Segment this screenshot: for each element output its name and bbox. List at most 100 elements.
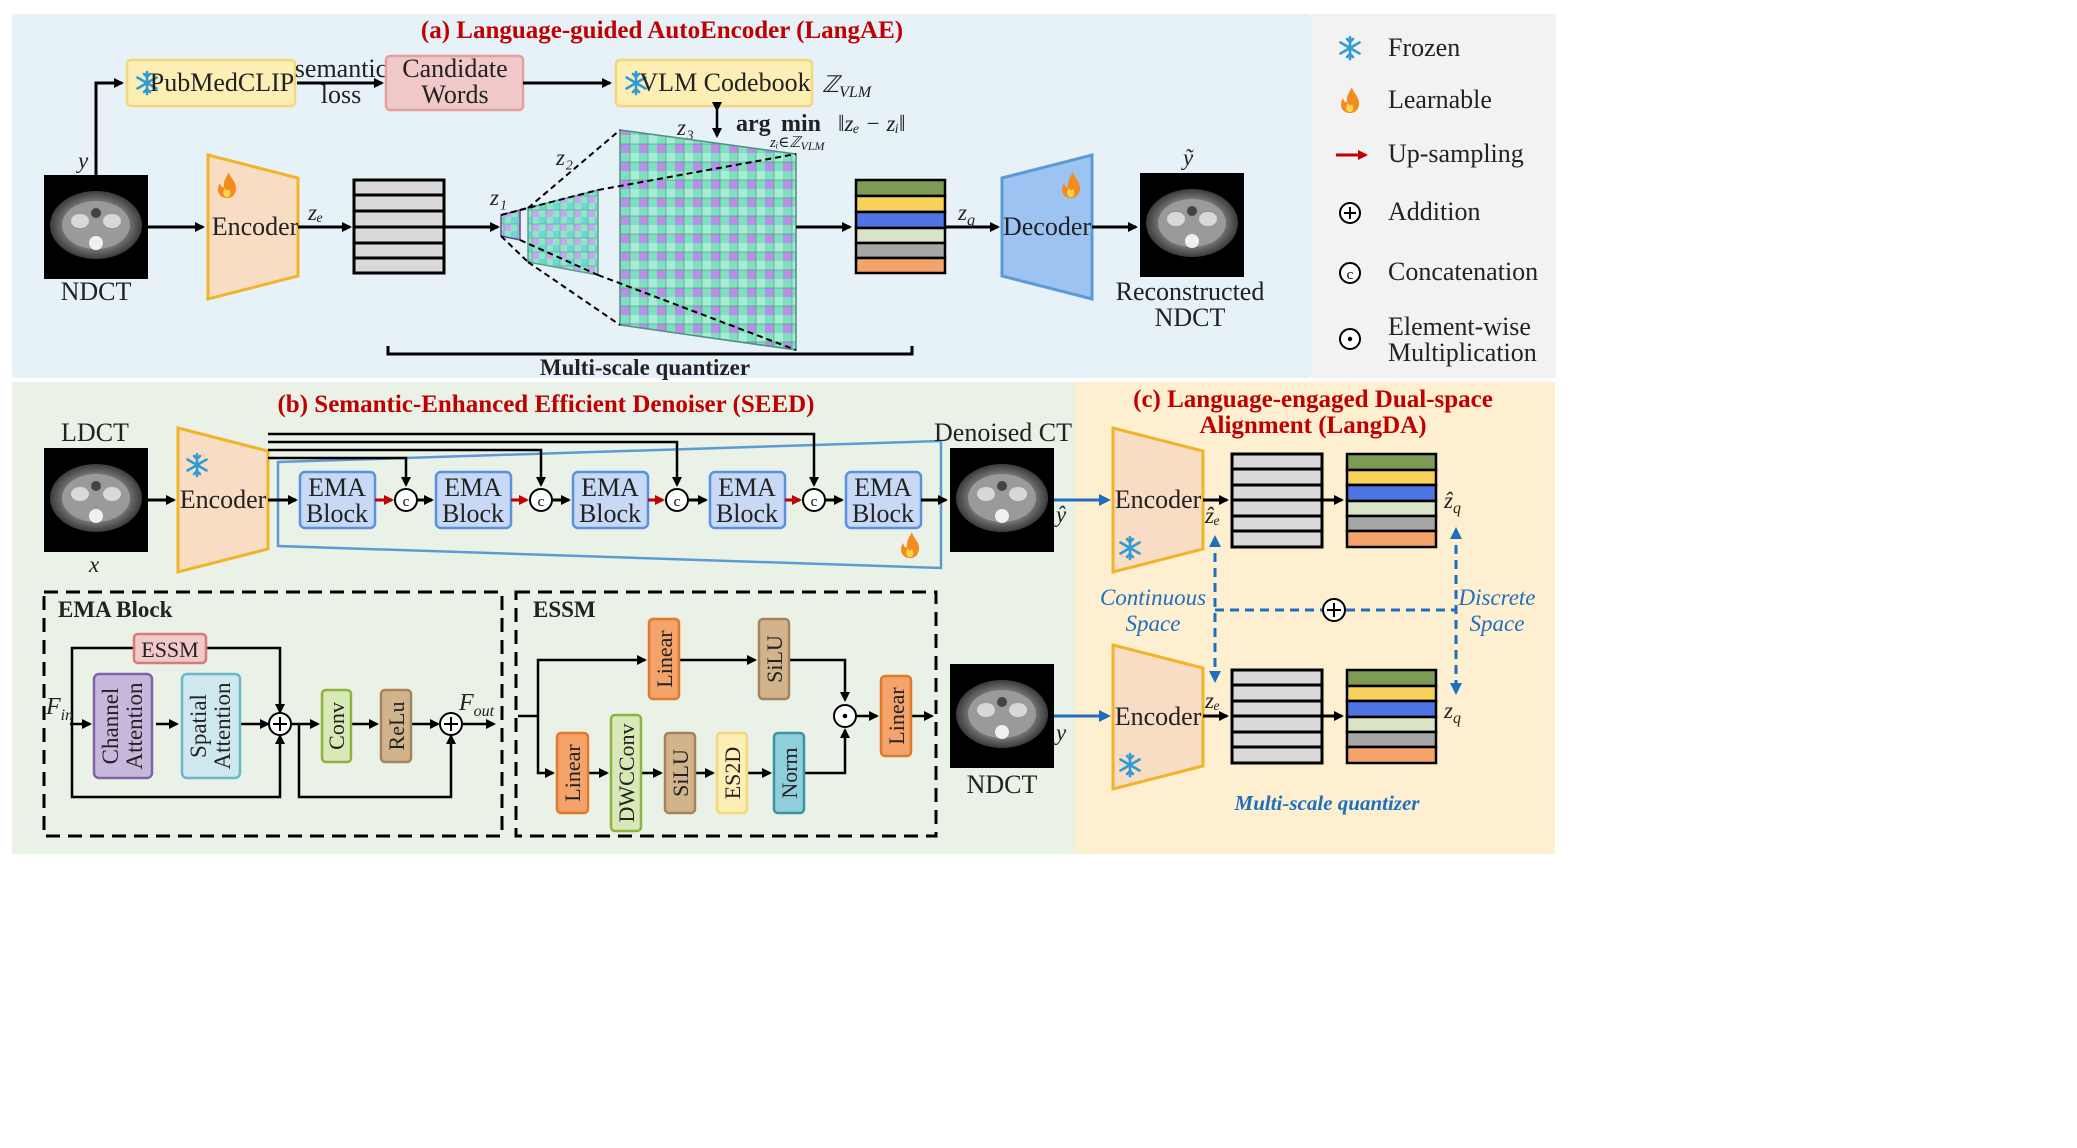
concat-node-2: c	[529, 488, 553, 512]
ema-addition-node-2	[439, 712, 463, 736]
alignment-addition-node	[1322, 598, 1346, 622]
semantic-loss-label-2: loss	[321, 80, 361, 109]
ema-block-4: EMA Block	[708, 470, 787, 530]
y-target-label: y	[1054, 720, 1067, 745]
spatial-attention-box: Spatial Attention	[180, 672, 242, 780]
concat-node-3: c	[665, 488, 689, 512]
ema-block-5: EMA Block	[844, 470, 923, 530]
svg-text:SiLU: SiLU	[762, 635, 787, 683]
discrete-space-label-1: Discrete	[1457, 585, 1535, 610]
latent-feature-stack	[352, 178, 446, 275]
z1-label: z₁	[489, 185, 507, 210]
z-vlm-symbol: ℤVLM	[822, 72, 873, 101]
svg-text:SiLU: SiLU	[668, 749, 693, 797]
reconstructed-ndct-image	[1140, 173, 1244, 277]
ema-block-title: EMA Block	[58, 597, 173, 622]
essm-silu-bottom: SiLU	[663, 731, 697, 815]
svg-text:EMA: EMA	[854, 473, 912, 502]
legend-addition-icon	[1339, 202, 1361, 224]
argmin-min: min	[781, 111, 821, 137]
vlm-codebook-label: VLM Codebook	[639, 68, 810, 97]
legend-background	[1312, 14, 1556, 378]
ndct-input-image	[44, 175, 148, 279]
quantizer-brace	[386, 346, 914, 356]
legend-concatenation: Concatenation	[1388, 257, 1538, 286]
z-e-hat-label: ẑₑ	[1204, 503, 1220, 528]
candidate-label-1: Candidate	[402, 54, 507, 83]
essm-linear-bottom: Linear	[555, 731, 590, 815]
ema-block-detail-frame	[42, 590, 504, 838]
essm-norm: Norm	[772, 731, 806, 815]
argmin-subscript: zᵢ∈ℤVLM	[769, 135, 825, 153]
argmin-expression: ‖zₑ − zᵢ‖	[838, 111, 906, 136]
svg-text:c: c	[1347, 267, 1354, 283]
essm-linear-out: Linear	[879, 674, 913, 758]
top-latent-stack	[1230, 452, 1324, 549]
ldct-input-image	[44, 448, 148, 552]
concat-node-4: c	[802, 488, 826, 512]
input-y-label: y	[76, 148, 89, 173]
essm-detail-frame	[514, 590, 938, 838]
svg-text:c: c	[674, 494, 681, 510]
conv-box: Conv	[320, 688, 353, 764]
legend-learnable: Learnable	[1388, 85, 1492, 114]
ldct-label: LDCT	[61, 418, 129, 447]
f-in-label: Fin	[45, 694, 73, 724]
arrow-to-pubmedclip	[94, 78, 124, 175]
svg-text:ReLu: ReLu	[384, 702, 409, 751]
continuous-space-label-1: Continuous	[1100, 585, 1206, 610]
langda-encoder-bottom-label: Encoder	[1115, 702, 1202, 731]
discrete-space-label-2: Space	[1470, 611, 1525, 636]
quantizer-projection-lines	[500, 129, 797, 351]
ema-block-3: EMA Block	[571, 470, 650, 530]
panel-c-title-2: Alignment (LangDA)	[1199, 412, 1426, 439]
ndct-target-image	[950, 664, 1054, 768]
legend-elementwise-2: Multiplication	[1388, 338, 1537, 367]
legend-concatenation-icon: c	[1339, 262, 1361, 284]
svg-text:Block: Block	[579, 499, 641, 528]
ndct-label: NDCT	[61, 277, 132, 306]
y-hat-label: ŷ	[1054, 502, 1067, 527]
legend-elementwise-1: Element-wise	[1388, 312, 1531, 341]
skip-connections	[268, 432, 819, 487]
svg-text:Block: Block	[716, 499, 778, 528]
z2-label: z₂	[555, 145, 573, 170]
langda-encoder-top-label: Encoder	[1115, 485, 1202, 514]
svg-text:Channel: Channel	[98, 688, 123, 765]
argmin-arg: arg	[736, 111, 771, 137]
svg-text:c: c	[403, 494, 410, 510]
svg-text:c: c	[811, 494, 818, 510]
essm-dwcconv: DWCConv	[609, 713, 643, 833]
bottom-latent-stack	[1230, 668, 1324, 765]
legend-upsampling: Up-sampling	[1388, 139, 1524, 168]
svg-text:Attention: Attention	[122, 682, 147, 769]
f-out-label: Fout	[458, 690, 495, 720]
reconstructed-label-1: Reconstructed	[1116, 277, 1265, 306]
decoder-label: Decoder	[1003, 212, 1091, 241]
y-tilde-label: ỹ	[1181, 145, 1194, 170]
essm-es2d: ES2D	[715, 731, 749, 815]
pubmedclip-label: PubMedCLIP	[150, 68, 294, 97]
candidate-label-2: Words	[421, 80, 488, 109]
svg-text:Norm: Norm	[777, 747, 802, 798]
reconstructed-label-2: NDCT	[1155, 303, 1226, 332]
panel-b-title: (b) Semantic-Enhanced Efficient Denoiser…	[277, 391, 814, 418]
denoised-ct-image	[950, 448, 1054, 552]
z3-label: z₃	[676, 115, 694, 140]
svg-text:Linear: Linear	[652, 630, 677, 688]
pubmedclip-box	[125, 58, 297, 108]
svg-text:EMA: EMA	[581, 473, 639, 502]
langda-encoder-top	[1111, 426, 1205, 574]
legend-addition: Addition	[1388, 197, 1480, 226]
svg-text:Attention: Attention	[210, 682, 235, 769]
seed-encoder-label: Encoder	[180, 485, 267, 514]
ze-label: zₑ	[307, 200, 323, 225]
quantizer-scale-3	[619, 129, 797, 351]
svg-text:ESSM: ESSM	[141, 637, 198, 662]
relu-box: ReLu	[379, 688, 413, 764]
essm-title: ESSM	[533, 597, 596, 622]
bottom-quantized-stack	[1345, 668, 1438, 765]
continuous-space-label-2: Space	[1126, 611, 1181, 636]
svg-text:Linear: Linear	[560, 744, 585, 802]
